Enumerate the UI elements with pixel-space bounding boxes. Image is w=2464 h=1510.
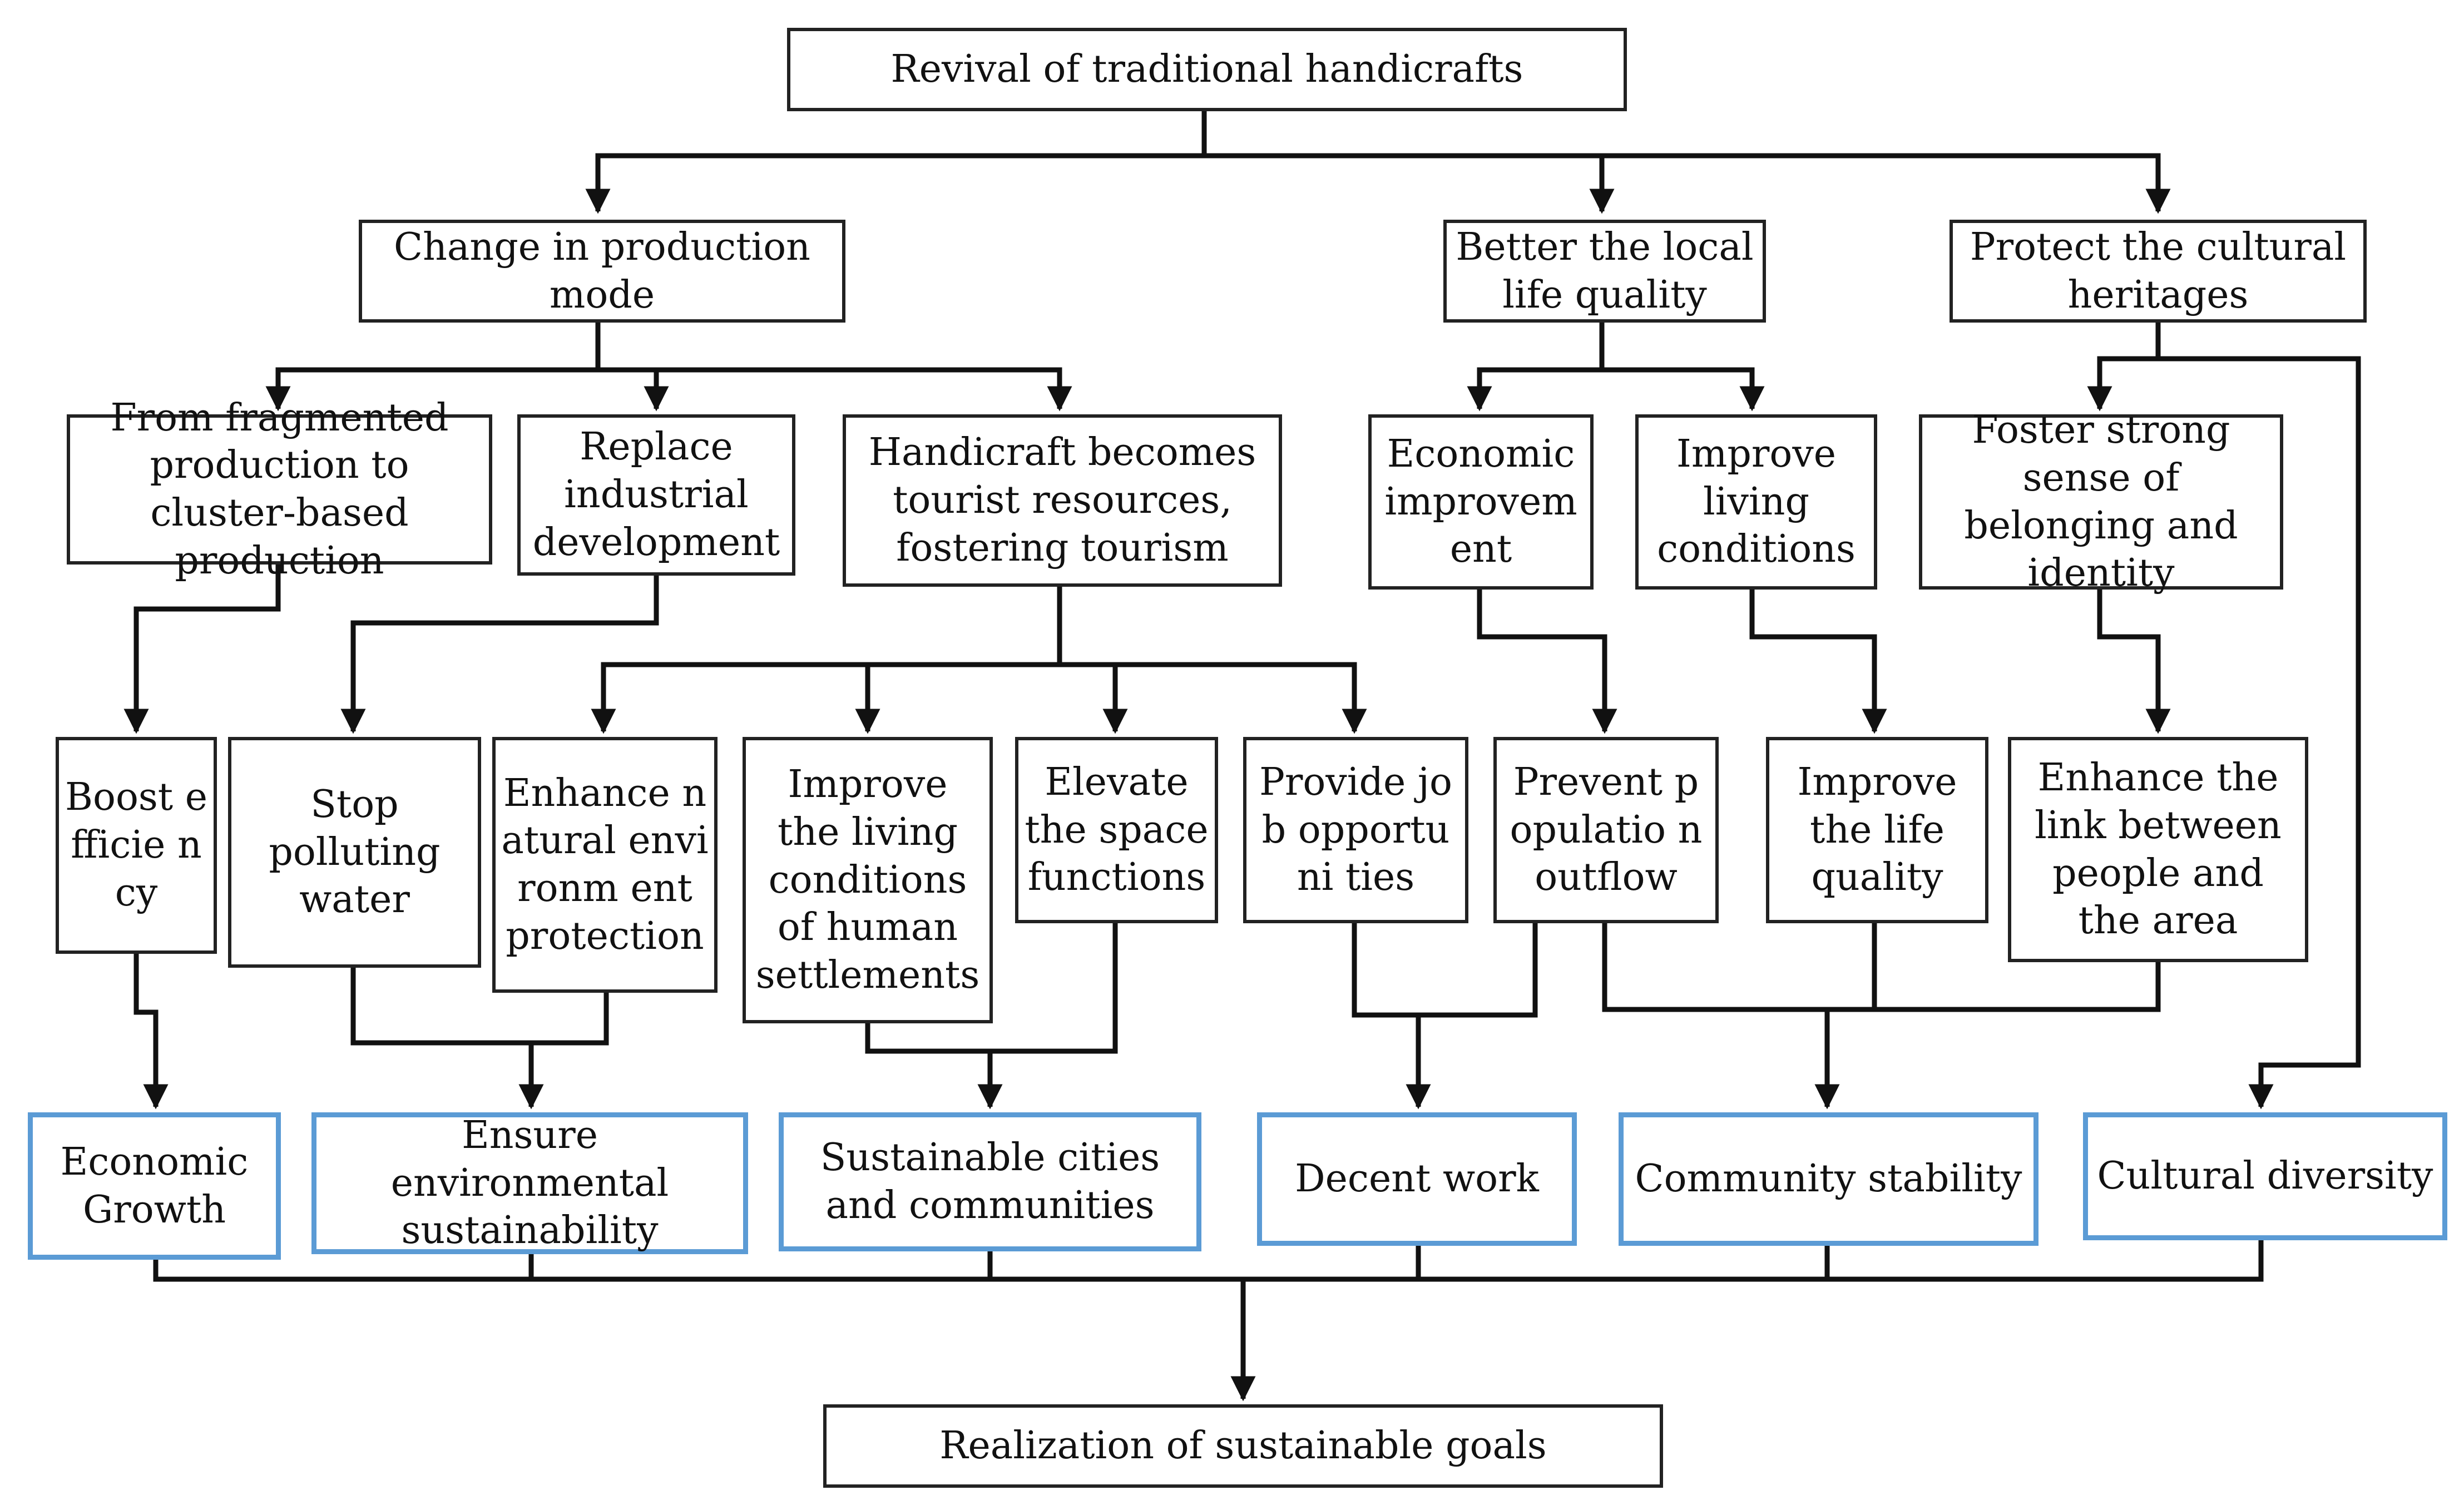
goal-community-stability: Community stability <box>1619 1112 2039 1246</box>
node-space-functions: Elevate the space functions <box>1015 737 1218 923</box>
node-human-settlements: Improve the living conditions of human s… <box>743 737 993 1023</box>
node-label: Stop polluting water <box>269 782 441 922</box>
node-label: Foster strong sense of belonging and ide… <box>1964 408 2238 596</box>
node-boost-efficiency: Boost efficie ncy <box>56 737 217 954</box>
goal-label: Decent work <box>1295 1157 1539 1201</box>
root-node-revival: Revival of traditional handicrafts <box>787 28 1627 111</box>
node-natural-environment-protection: Enhance natural environm ent protection <box>492 737 718 993</box>
goal-environmental-sustainability: Ensure environmental sustainability <box>311 1112 748 1254</box>
node-replace-industrial: Replace industrial development <box>517 414 795 576</box>
node-label: Prevent populatio n outflow <box>1510 760 1703 900</box>
node-label: Improve the living conditions of human s… <box>755 763 980 997</box>
node-label: Change in production mode <box>394 225 810 317</box>
goal-label: Cultural diversity <box>2097 1154 2433 1199</box>
node-stop-polluting-water: Stop polluting water <box>228 737 481 968</box>
goal-cultural-diversity: Cultural diversity <box>2083 1112 2447 1240</box>
node-label: Boost efficie ncy <box>65 775 207 915</box>
node-label: Enhance the link between people and the … <box>2035 756 2282 943</box>
node-label: Handicraft becomes tourist resources, fo… <box>868 430 1256 570</box>
node-improve-life-quality: Improve the life quality <box>1766 737 1988 923</box>
node-label: Protect the cultural heritages <box>1970 225 2347 317</box>
node-improve-living-conditions: Improve living conditions <box>1635 414 1877 590</box>
node-economic-improvement: Economic improvem ent <box>1368 414 1594 590</box>
goal-economic-growth: Economic Growth <box>28 1112 281 1260</box>
node-cluster-production: From fragmented production to cluster-ba… <box>67 396 492 583</box>
node-label: From fragmented production to cluster-ba… <box>110 395 449 583</box>
goal-sustainable-cities: Sustainable cities and communities <box>779 1112 1201 1251</box>
node-tourism: Handicraft becomes tourist resources, fo… <box>843 414 1282 587</box>
root-node-label: Revival of traditional handicrafts <box>890 47 1523 92</box>
node-sense-of-belonging: Foster strong sense of belonging and ide… <box>1919 408 2283 595</box>
final-node-sustainable-goals: Realization of sustainable goals <box>823 1404 1663 1488</box>
goal-label: Ensure environmental sustainability <box>390 1113 669 1253</box>
node-label: Provide job opportuni ties <box>1259 760 1452 900</box>
goal-label: Community stability <box>1635 1157 2022 1201</box>
goal-decent-work: Decent work <box>1257 1112 1577 1246</box>
node-label: Enhance natural environm ent protection <box>501 771 709 958</box>
node-label: Improve the life quality <box>1797 760 1957 900</box>
node-job-opportunities: Provide job opportuni ties <box>1243 737 1468 923</box>
node-protect-cultural-heritages: Protect the cultural heritages <box>1950 220 2367 323</box>
node-prevent-population-outflow: Prevent populatio n outflow <box>1493 737 1719 923</box>
node-label: Improve living conditions <box>1657 432 1856 572</box>
goal-label: Sustainable cities and communities <box>820 1136 1160 1227</box>
node-link-people-area: Enhance the link between people and the … <box>2008 737 2308 962</box>
node-label: Economic improvem ent <box>1384 432 1577 572</box>
node-label: Replace industrial development <box>532 425 780 565</box>
final-node-label: Realization of sustainable goals <box>939 1424 1547 1468</box>
node-change-production-mode: Change in production mode <box>359 220 845 323</box>
node-better-life-quality: Better the local life quality <box>1443 220 1766 323</box>
goal-label: Economic Growth <box>60 1140 249 1232</box>
node-label: Elevate the space functions <box>1025 760 1209 900</box>
node-label: Better the local life quality <box>1456 225 1754 317</box>
